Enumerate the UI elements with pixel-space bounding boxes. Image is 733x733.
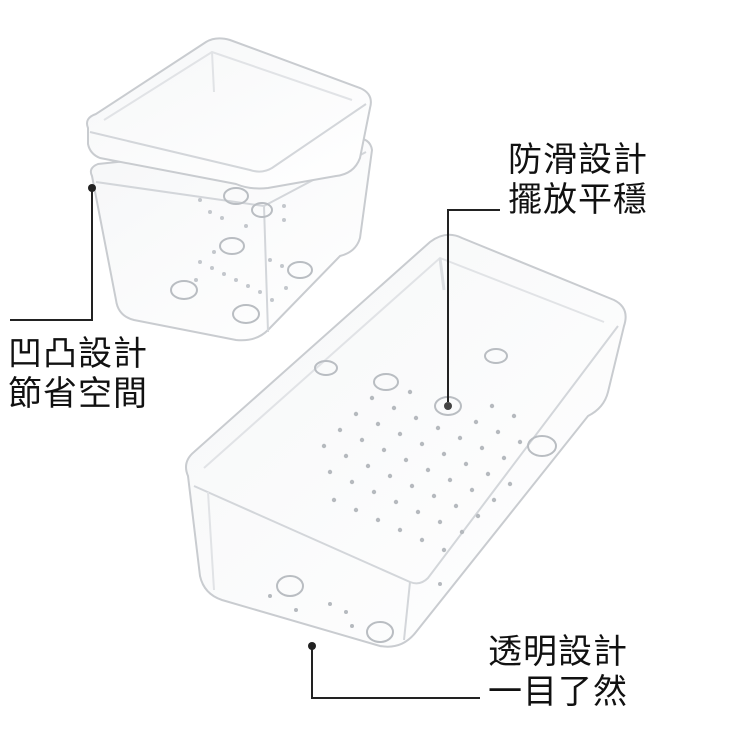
callout-grip-line2: 擺放平穩 — [508, 180, 648, 220]
large-bin — [185, 233, 627, 648]
callout-transparent: 透明設計 一目了然 — [488, 632, 628, 712]
callout-anti-slip: 防滑設計 擺放平穩 — [508, 140, 648, 220]
callout-grip-line1: 防滑設計 — [508, 140, 648, 180]
callout-clear-line2: 一目了然 — [488, 672, 628, 712]
leader-dot-clear — [308, 642, 316, 650]
callout-stack-line1: 凹凸設計 — [8, 334, 148, 374]
callout-stack-design: 凹凸設計 節省空間 — [8, 334, 148, 414]
leader-line-grip — [447, 209, 500, 402]
callout-clear-line1: 透明設計 — [488, 632, 628, 672]
callout-stack-line2: 節省空間 — [8, 374, 148, 414]
floor-dot-grid — [268, 389, 523, 628]
leader-dot-stack — [88, 184, 96, 192]
leader-line-clear — [311, 646, 480, 699]
small-bin-upper — [86, 37, 372, 228]
leader-line-stack — [10, 188, 93, 321]
